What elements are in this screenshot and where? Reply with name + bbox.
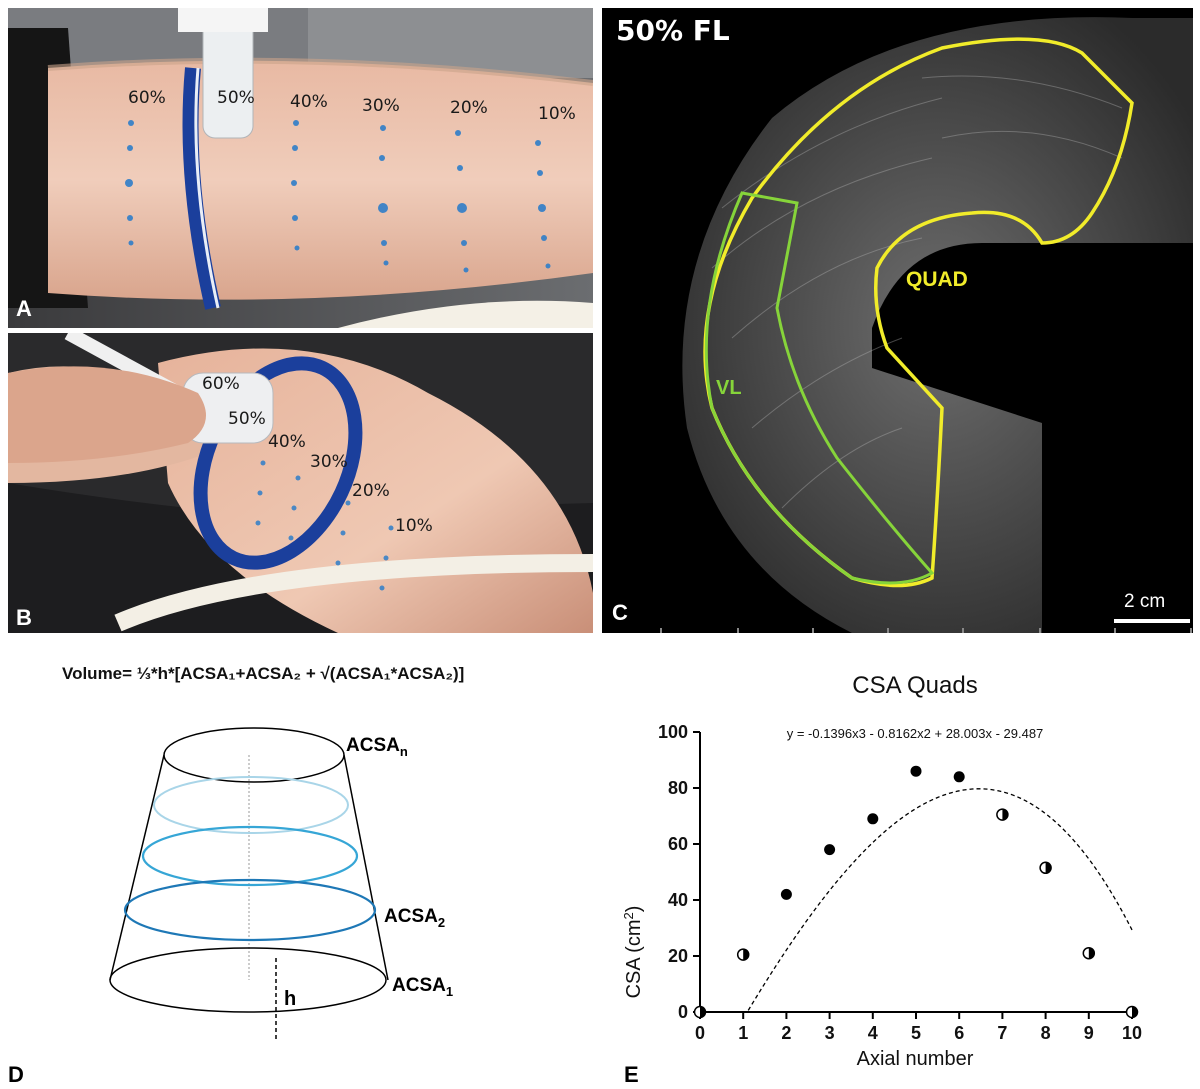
acsa-n-label: ACSAn	[346, 735, 408, 759]
csa-chart: CSA Quads y = -0.1396x3 - 0.8162x2 + 28.…	[621, 672, 1142, 1070]
ultrasound-title: 50% FL	[616, 14, 730, 47]
mark-label-60: 60%	[202, 374, 240, 394]
ultrasound-image	[660, 17, 1193, 633]
panel-label-e: E	[624, 1062, 639, 1087]
x-tick-label: 4	[868, 1023, 878, 1043]
mark-label-40: 40%	[268, 432, 306, 452]
mark-label-60: 60%	[128, 88, 166, 108]
vl-label: VL	[716, 377, 742, 399]
mark-label-10: 10%	[395, 516, 433, 536]
thigh-photo-b	[8, 333, 593, 633]
x-axis-label: Axial number	[857, 1048, 974, 1070]
marker-dots	[125, 120, 551, 273]
quad-label: QUAD	[906, 268, 968, 291]
panel-label-c: C	[612, 600, 628, 625]
y-tick-label: 100	[658, 722, 688, 742]
y-tick-label: 0	[678, 1002, 688, 1022]
thigh-photo-a	[8, 8, 593, 328]
mark-label-30: 30%	[310, 452, 348, 472]
x-tick-label: 7	[997, 1023, 1007, 1043]
panel-label-d: D	[8, 1062, 24, 1087]
mark-label-20: 20%	[450, 98, 488, 118]
y-tick-label: 60	[668, 834, 688, 854]
data-point	[1039, 861, 1052, 875]
y-tick-label: 80	[668, 778, 688, 798]
volume-formula: Volume= ⅓*h*[ACSA₁+ACSA₂ + √(ACSA₁*ACSA₂…	[62, 664, 465, 683]
photo-panel-b	[8, 333, 593, 633]
data-points	[693, 765, 1139, 1019]
scale-bar-label: 2 cm	[1124, 591, 1166, 612]
data-point	[736, 948, 750, 961]
acsa-1-slice	[109, 947, 387, 1013]
x-tick-label: 6	[954, 1023, 964, 1043]
height-label: h	[284, 988, 297, 1010]
data-point	[1082, 946, 1096, 960]
mark-label-50: 50%	[228, 409, 266, 429]
acsa-2-slice	[123, 878, 377, 942]
x-tick-label: 8	[1041, 1023, 1051, 1043]
mark-label-40: 40%	[290, 92, 328, 112]
acsa-1-label: ACSA1	[392, 975, 454, 999]
data-point	[824, 844, 836, 856]
x-tick-label: 0	[695, 1023, 705, 1043]
vl-outline	[704, 191, 935, 585]
marker-dots	[255, 460, 394, 591]
x-tick-label: 5	[911, 1023, 921, 1043]
acsa-n-slice	[163, 727, 345, 783]
ultrasound-panel-c	[602, 8, 1193, 633]
mark-label-20: 20%	[352, 481, 390, 501]
mark-label-50: 50%	[217, 88, 255, 108]
mark-label-10: 10%	[538, 104, 576, 124]
data-point	[1125, 1005, 1139, 1019]
x-tick-label: 2	[781, 1023, 791, 1043]
x-tick-label: 10	[1122, 1023, 1142, 1043]
data-point	[953, 771, 965, 783]
panel-label-b: B	[16, 605, 32, 630]
y-tick-label: 20	[668, 946, 688, 966]
x-tick-label: 9	[1084, 1023, 1094, 1043]
data-point	[996, 808, 1009, 821]
acsa-2-label: ACSA2	[384, 906, 446, 930]
y-tick-label: 40	[668, 890, 688, 910]
chart-title: CSA Quads	[852, 672, 977, 699]
mark-label-30: 30%	[362, 96, 400, 116]
data-point	[910, 765, 922, 777]
truncated-cone-diagram	[109, 727, 389, 1039]
data-point	[867, 813, 879, 825]
data-point	[693, 1005, 707, 1019]
chart-equation: y = -0.1396x3 - 0.8162x2 + 28.003x - 29.…	[787, 726, 1044, 741]
x-tick-label: 1	[738, 1023, 748, 1043]
panel-label-a: A	[16, 296, 32, 321]
y-axis-label: CSA (cm2)	[621, 906, 645, 999]
x-tick-label: 3	[825, 1023, 835, 1043]
photo-panel-a	[8, 8, 593, 328]
fit-curve	[700, 788, 1133, 1013]
data-point	[780, 888, 792, 900]
